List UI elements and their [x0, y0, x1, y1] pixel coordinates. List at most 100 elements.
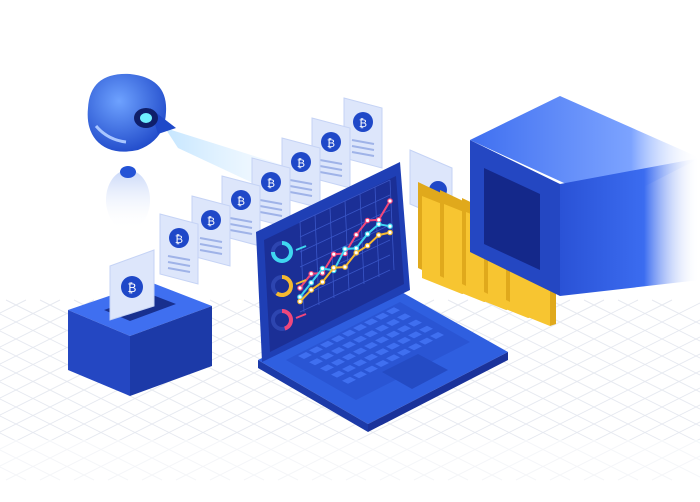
- keyboard-key: [353, 359, 367, 367]
- keyboard-key: [386, 319, 400, 326]
- screen-grid-line: [299, 194, 391, 238]
- keyboard-key: [353, 335, 367, 343]
- keyboard-key: [364, 342, 378, 349]
- coin-symbol: ₿: [327, 137, 335, 150]
- keyboard-key: [331, 335, 345, 343]
- screen-grid-line: [299, 224, 391, 268]
- gauge-arc: [271, 241, 293, 263]
- keyboard-key: [375, 348, 389, 356]
- document-stack: ₿ ₿ ₿ ₿ ₿ ₿ ₿: [159, 97, 383, 285]
- screen-chart-point: [297, 285, 303, 291]
- coin-symbol: ₿: [359, 117, 367, 130]
- screen-grid-line: [299, 239, 391, 283]
- keyboard-key: [331, 358, 345, 366]
- keyboard-key: [419, 325, 433, 333]
- screen-chart-point: [364, 242, 371, 249]
- screen-chart-point: [387, 223, 393, 230]
- bitcoin-document-icon: ₿: [311, 117, 351, 189]
- keyboard-key: [353, 371, 367, 379]
- keyboard-key: [375, 324, 389, 332]
- keyboard-key: [364, 365, 378, 373]
- touchpad: [382, 354, 448, 389]
- grid-line: [583, 299, 700, 359]
- laptop-icon: [256, 162, 508, 432]
- screen-chart-point: [319, 279, 326, 285]
- keyboard-key: [331, 370, 345, 378]
- screen-chart-point: [342, 246, 348, 252]
- keyboard-key: [298, 352, 312, 359]
- screen-chart-point: [330, 251, 337, 258]
- keyboard-key: [309, 346, 323, 354]
- screen-chart-point: [297, 298, 303, 305]
- coin-symbol: ₿: [128, 281, 137, 295]
- keyboard-key: [342, 376, 356, 384]
- screen-chart-point: [353, 249, 360, 256]
- screen-chart-point: [387, 229, 393, 236]
- keyboard-key: [419, 337, 433, 345]
- keyboard-key: [342, 365, 356, 372]
- bitcoin-document-icon: ₿: [191, 195, 231, 267]
- keyboard-key: [430, 332, 444, 339]
- screen-chart-point: [375, 216, 382, 223]
- keyboard-key: [364, 330, 378, 338]
- keyboard-key: [408, 319, 422, 327]
- keyboard-key: [375, 336, 389, 344]
- coin-symbol: ₿: [237, 195, 245, 208]
- keyboard-key: [342, 329, 356, 337]
- gauge-label-line: [295, 279, 307, 285]
- screen-gauges: [271, 241, 307, 331]
- bitcoin-document-icon: ₿: [221, 175, 261, 247]
- screen-chart-point: [330, 264, 337, 271]
- coin-symbol: ₿: [175, 233, 183, 246]
- keyboard-keys: [298, 307, 444, 384]
- grid-line: [549, 299, 700, 376]
- keyboard-key: [375, 360, 389, 367]
- keyboard-key: [386, 330, 400, 338]
- keyboard-key: [386, 342, 400, 350]
- robot-drone-icon: [87, 73, 176, 230]
- keyboard-key: [408, 343, 422, 351]
- screen-chart-point: [387, 198, 393, 204]
- gauge-arc: [281, 309, 293, 331]
- screen-chart-point: [375, 221, 382, 228]
- coin-symbol: ₿: [297, 157, 305, 170]
- grid-line: [617, 299, 700, 342]
- keyboard-key: [320, 340, 334, 348]
- coin-symbol: ₿: [207, 215, 215, 228]
- bitcoin-document-icon: ₿: [343, 97, 383, 169]
- screen-chart-point: [308, 279, 315, 286]
- screen-chart-point: [375, 232, 382, 238]
- keyboard-key: [364, 353, 378, 361]
- screen-chart-point: [319, 265, 326, 272]
- gauge-label-line: [295, 245, 307, 251]
- keyboard-key: [386, 307, 400, 315]
- keyboard-key: [320, 352, 334, 360]
- screen-chart-point: [308, 270, 315, 277]
- keyboard-key: [386, 354, 400, 362]
- bitcoin-document-icon: ₿: [281, 137, 321, 209]
- keyboard-key: [353, 347, 367, 355]
- keyboard-key: [397, 337, 411, 344]
- screen-chart-point: [342, 264, 348, 270]
- gauge-label-line: [295, 313, 307, 319]
- keyboard-key: [375, 312, 389, 320]
- screen-grid-line: [299, 254, 391, 298]
- screen-grid-line: [299, 179, 391, 223]
- keyboard-key: [364, 318, 378, 326]
- keyboard-key: [331, 347, 345, 354]
- keyboard-key: [342, 353, 356, 361]
- coin-symbol: ₿: [267, 177, 275, 190]
- keyboard-key: [353, 324, 367, 331]
- screen-grid-line: [299, 269, 391, 313]
- screen-chart-lines: [297, 198, 393, 305]
- screen-grid-line: [299, 209, 391, 253]
- screen-chart-point: [364, 231, 371, 237]
- ballot-document: ₿: [109, 249, 155, 321]
- keyboard-key: [309, 358, 323, 366]
- keyboard-key: [408, 331, 422, 339]
- keyboard-key: [397, 325, 411, 333]
- grid-line: [0, 299, 95, 348]
- server-box-icon: [470, 96, 700, 296]
- screen-chart-point: [364, 217, 371, 224]
